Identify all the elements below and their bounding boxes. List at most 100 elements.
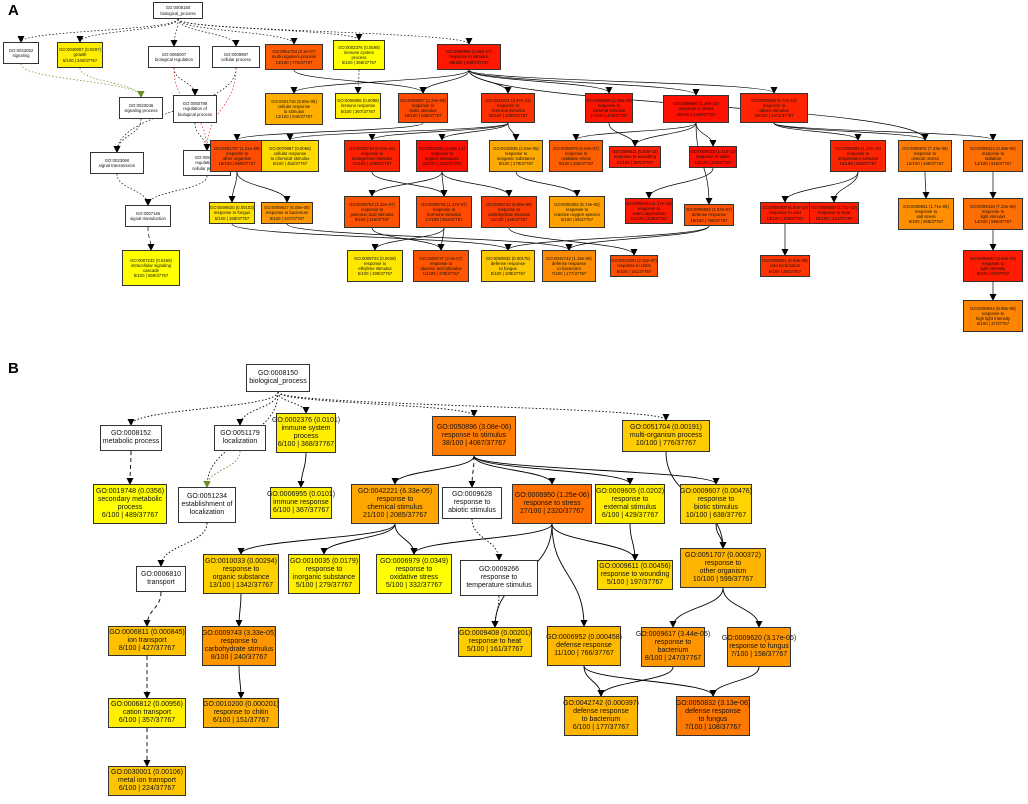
go-term-line: response to chitin (213, 708, 269, 716)
graph-edge (781, 171, 859, 203)
go-term-line: 5/100 | 158/37767 (214, 215, 250, 221)
go-term-line: 6/100 | 37/37767 (976, 321, 1010, 327)
go-term-line: response to fungus (729, 642, 789, 650)
go-term-line: GO:0006970 (7.23e-06) (902, 145, 948, 151)
go-term-line: defense response (691, 212, 727, 218)
go-term-line: GO:0051707 (1.01e-08) (214, 145, 260, 151)
go-term-line: GO:0042221 (3.47e-11) (485, 97, 531, 103)
go-term-line: to fungus (499, 266, 517, 271)
go-term-line: GO:0008150 (257, 369, 299, 377)
go-term-line: signal transmission (98, 163, 136, 168)
graph-edge (320, 523, 396, 555)
go-term-line: response to (430, 150, 454, 156)
go-term-line: GO:0006955 (0.0098) (337, 98, 379, 104)
go-term-line: GO:0007242 (0.0469) (130, 257, 172, 263)
go-term-line: 12/100 | 240/37767 (694, 159, 732, 165)
go-term-line: response to (305, 565, 343, 573)
go-term-line: GO:0009723 (0.0028) (354, 255, 396, 261)
go-term-line: GO:0009607 (2.24e-09) (400, 97, 446, 103)
go-term-line: 12/100 | 840/37767 (275, 114, 313, 120)
go-term-line: 9/100 | 368/37767 (908, 219, 944, 225)
go-term-line: defense response (490, 260, 526, 266)
go-term-node: GO:0009611 (0.00456)response to wounding… (597, 560, 673, 590)
go-term-line: response to wounding (613, 154, 657, 160)
go-term-line: 6/100 | 357/37767 (118, 717, 176, 725)
graph-edge (236, 171, 291, 203)
graph-edge (297, 452, 307, 488)
go-term-line: GO:0009642 (3.24e-10) (970, 255, 1016, 261)
go-term-line: GO:0051716 (8.55e-05) (271, 98, 317, 104)
go-term-line: GO:0007165 (135, 210, 161, 216)
go-term-line: GO:0070887 (0.0066) (269, 145, 311, 151)
graph-edge (583, 665, 605, 697)
go-term-line: GO:0009631 (5.53e-08) (762, 258, 808, 264)
go-term-line: to stimulus (283, 109, 305, 114)
go-term-line: GO:0009414 (1.17e-10) (626, 200, 672, 206)
go-term-line: response to (496, 102, 520, 108)
graph-edge (237, 665, 245, 699)
go-term-line: bacterium (657, 647, 689, 654)
go-term-line: 38/100 | 4087/37767 (441, 440, 507, 448)
go-term-line: immune response (273, 498, 329, 506)
graph-edge (471, 518, 503, 561)
go-term-line: 5/100 | 197/37767 (606, 579, 664, 587)
go-term-line: process (351, 55, 367, 60)
go-term-line: oxidative stress (561, 156, 591, 161)
go-term-line: response to water (695, 154, 731, 160)
graph-edge (79, 67, 145, 98)
go-term-line: response to (981, 260, 1005, 266)
go-term-line: localization (222, 438, 258, 445)
graph-edge (722, 587, 763, 628)
go-term-line: 6/100 | 452/37767 (272, 161, 308, 167)
graph-edge (597, 666, 674, 697)
go-term-line: response to fungus (213, 210, 251, 216)
go-term-line: GO:0010035 (2.04e-05) (493, 145, 539, 151)
go-term-line: signaling process (124, 108, 158, 113)
go-term-line: 16/100 | 593/37767 (839, 161, 877, 167)
go-term-line: organic substance (424, 156, 460, 161)
go-term-line: cellular response (277, 103, 311, 109)
go-term-line: immune system (343, 49, 375, 55)
go-term-line: GO:0006979 (3.04e-07) (553, 145, 599, 151)
graph-edge (277, 391, 478, 417)
go-term-line: 11/100 | 226/37767 (630, 216, 668, 222)
go-term-line: GO:0009266 (478, 565, 520, 573)
go-term-line: response to heat (468, 637, 522, 645)
go-term-line: abiotic stimulus (759, 108, 789, 113)
go-term-line: defense response (573, 707, 629, 715)
graph-edge (143, 591, 162, 627)
graph-edge (645, 167, 714, 199)
go-term-line: GO:0006950 (1.25e-06) (514, 491, 590, 499)
go-term-line: defense response (685, 707, 741, 715)
go-term-line: radiation (984, 156, 1002, 161)
go-term-line: cold acclimation (769, 263, 801, 269)
go-term-line: GO:0009651 (1.71e-05) (903, 203, 949, 209)
graph-edge (177, 18, 298, 45)
go-term-line: GO:0009611 (0.00456) (599, 562, 671, 570)
go-term-line: biological regulation (155, 57, 193, 62)
go-term-line: response to chitin (617, 263, 651, 269)
go-term-line: 17/100 | 882/37767 (425, 217, 463, 223)
go-term-line: reactive oxygen species (554, 212, 600, 217)
go-term-line: GO:0051234 (186, 492, 228, 500)
go-term-line: water deprivation (632, 211, 666, 216)
go-term-line: cascade (142, 268, 159, 273)
go-term-line: process (293, 433, 319, 440)
go-term-line: other organism (699, 568, 747, 575)
